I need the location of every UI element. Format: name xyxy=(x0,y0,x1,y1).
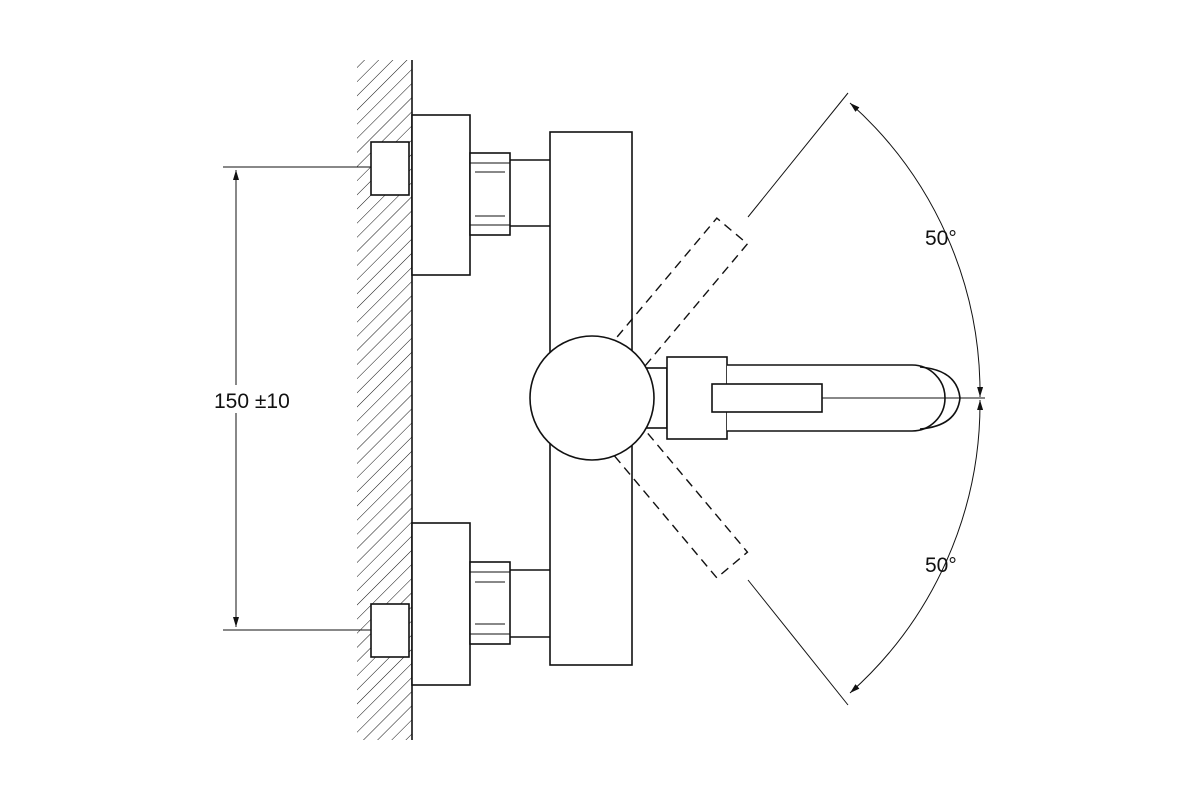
angle-arc-lower xyxy=(849,399,984,694)
control-knob xyxy=(529,335,655,461)
angle-extension-upper xyxy=(747,92,849,218)
lower-connection xyxy=(370,522,565,686)
handle-insert xyxy=(711,383,823,413)
vertical-dimension xyxy=(223,166,371,631)
dimension-label-spacing: 150 ±10 xyxy=(214,390,290,413)
upper-eccentric-fitting xyxy=(370,141,410,196)
lower-eccentric-fitting xyxy=(370,603,410,658)
angle-extension-lower xyxy=(747,579,849,706)
upper-union-nut xyxy=(469,152,511,236)
handle xyxy=(644,356,985,440)
lower-union-nut xyxy=(469,561,511,645)
dimension-label-angle-upper: 50° xyxy=(925,227,957,250)
angle-arc-upper xyxy=(849,102,984,398)
upper-escutcheon xyxy=(411,114,471,276)
dimension-label-angle-lower: 50° xyxy=(925,554,957,577)
lower-escutcheon xyxy=(411,522,471,686)
upper-connection xyxy=(370,114,565,276)
